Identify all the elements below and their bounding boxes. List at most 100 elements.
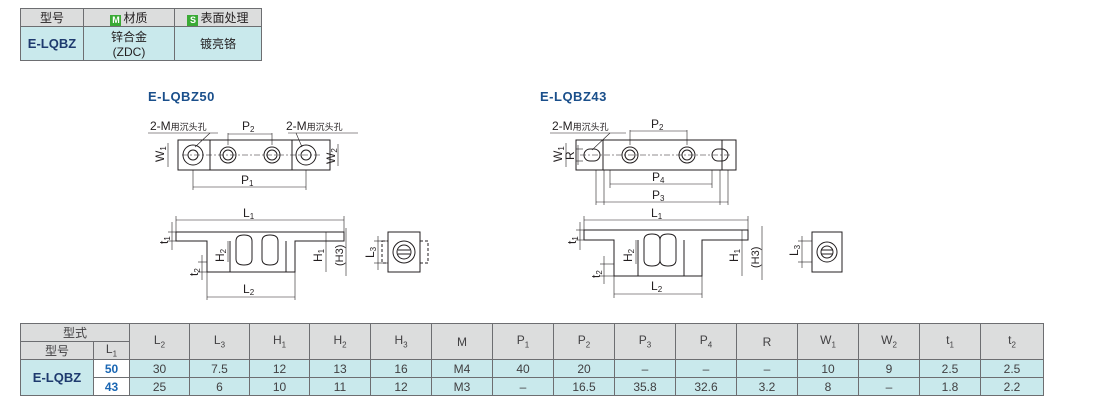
label-h1-left: H1 <box>311 248 326 262</box>
col-header: t1 <box>919 323 981 360</box>
label-hole-left-2: 2-M用沉头孔 <box>286 119 343 133</box>
cell: 10 <box>797 359 859 378</box>
cell: 32.6 <box>675 377 737 396</box>
drawing-labels: 2-M用沉头孔 2-M用沉头孔 P2 P1 W1 W2 L1 L2 t1 t2 … <box>150 117 802 297</box>
cell: – <box>858 377 920 396</box>
left-end-view <box>374 231 429 273</box>
label-p4-right: P4 <box>652 170 665 185</box>
dimension-table: 型式 L2 L3 H1 H2 H3 M P1 P2 P3 P4 R W1 W2 … <box>20 323 1044 396</box>
cell: 9 <box>858 359 920 378</box>
cell: 7.5 <box>189 359 250 378</box>
table-row: 43 25 6 10 11 12 M3 – 16.5 35.8 32.6 3.2… <box>21 377 1044 396</box>
cell: 2.5 <box>980 359 1044 378</box>
model-code: E-LQBZ <box>20 359 94 396</box>
left-side-view <box>168 216 347 300</box>
surface-tag-icon: S <box>187 15 199 26</box>
cell: M4 <box>431 359 493 378</box>
label-l1-right: L1 <box>651 206 663 221</box>
label-h1-right: H1 <box>727 248 742 262</box>
cell: 10 <box>249 377 310 396</box>
row-l1: 50 <box>93 359 130 378</box>
finish-value: 镀亮铬 <box>174 26 262 61</box>
cell: 16.5 <box>553 377 615 396</box>
cell: 3.2 <box>736 377 798 396</box>
material-table-row: E-LQBZ 锌合金(ZDC) 镀亮铬 <box>20 26 262 61</box>
label-h2-right: H2 <box>621 248 636 262</box>
corner-model: 型号 <box>20 341 94 360</box>
cell: 40 <box>492 359 554 378</box>
label-t2-right: t2 <box>589 270 604 278</box>
cell: 35.8 <box>614 377 676 396</box>
col-header: H2 <box>309 323 371 360</box>
label-w2-left: W2 <box>324 148 339 164</box>
cell: – <box>675 359 737 378</box>
label-p2-right: P2 <box>651 117 664 132</box>
col-header: M <box>431 323 493 360</box>
col-header: P3 <box>614 323 676 360</box>
cell: 11 <box>309 377 371 396</box>
col-header: P4 <box>675 323 737 360</box>
cell: 16 <box>370 359 432 378</box>
drawing-title-lqbz50: E-LQBZ50 <box>148 89 215 104</box>
header-model: 型号 <box>20 8 84 27</box>
corner-l1: L1 <box>93 341 130 360</box>
cell: 2.5 <box>919 359 981 378</box>
cell: 13 <box>309 359 371 378</box>
col-header: L3 <box>189 323 250 360</box>
label-p2-left: P2 <box>242 119 255 134</box>
right-top-view <box>550 130 737 205</box>
cell: – <box>614 359 676 378</box>
row-l1: 43 <box>93 377 130 396</box>
drawing-title-lqbz43: E-LQBZ43 <box>540 89 607 104</box>
col-header: W1 <box>797 323 859 360</box>
right-side-view <box>576 216 763 298</box>
label-r-right: R <box>563 151 577 160</box>
table-row: E-LQBZ 50 30 7.5 12 13 16 M4 40 20 – – –… <box>20 359 1044 396</box>
cell: – <box>492 377 554 396</box>
cell: 12 <box>370 377 432 396</box>
label-t1-left: t1 <box>157 236 172 244</box>
label-p1-left: P1 <box>241 173 254 188</box>
cell: 2.2 <box>980 377 1044 396</box>
label-hole-left-1: 2-M用沉头孔 <box>150 119 207 133</box>
cell: – <box>736 359 798 378</box>
col-header: P2 <box>553 323 615 360</box>
label-l2-left: L2 <box>243 282 255 297</box>
col-header: t2 <box>980 323 1044 360</box>
dim-header-row-1: 型式 L2 L3 H1 H2 H3 M P1 P2 P3 P4 R W1 W2 … <box>20 323 1044 360</box>
right-end-view <box>798 231 843 273</box>
technical-drawings: 2-M用沉头孔 2-M用沉头孔 P2 P1 W1 W2 L1 L2 t1 t2 … <box>148 117 843 300</box>
col-header: H3 <box>370 323 432 360</box>
model-code: E-LQBZ <box>20 26 84 61</box>
cell: 12 <box>249 359 310 378</box>
cell: 20 <box>553 359 615 378</box>
label-t1-right: t1 <box>565 236 580 244</box>
label-l3-left: L3 <box>363 246 378 258</box>
cell: 30 <box>129 359 190 378</box>
left-top-view <box>148 132 358 190</box>
col-header: H1 <box>249 323 310 360</box>
label-w1-right: W1 <box>551 146 566 162</box>
cell: 8 <box>797 377 859 396</box>
col-header: W2 <box>858 323 920 360</box>
col-header: R <box>736 323 798 360</box>
col-header: P1 <box>492 323 554 360</box>
label-l3-right: L3 <box>787 244 802 256</box>
cell: 25 <box>129 377 190 396</box>
material-value: 锌合金(ZDC) <box>83 26 175 61</box>
label-t2-left: t2 <box>187 268 202 276</box>
cell: 6 <box>189 377 250 396</box>
cell: 1.8 <box>919 377 981 396</box>
corner-type: 型式 <box>20 323 130 342</box>
label-h2-left: H2 <box>213 248 228 262</box>
label-h3-left: (H3) <box>334 245 346 266</box>
cell: M3 <box>431 377 493 396</box>
label-l1-left: L1 <box>243 206 255 221</box>
label-h3-right: (H3) <box>750 247 762 268</box>
col-header: L2 <box>129 323 190 360</box>
label-hole-right: 2-M用沉头孔 <box>552 119 609 133</box>
